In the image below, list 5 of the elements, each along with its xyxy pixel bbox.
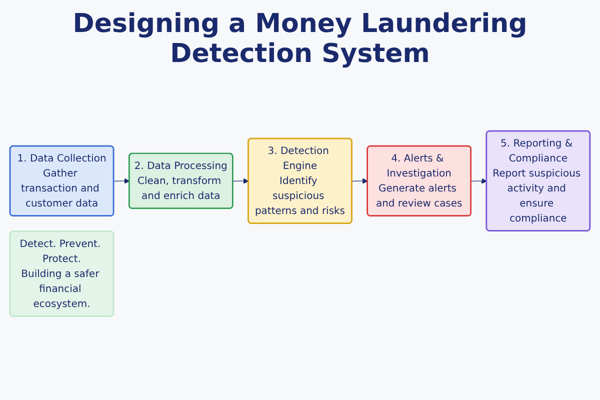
arrow	[470, 178, 488, 184]
arrow	[352, 178, 368, 184]
title: Designing a Money Laundering Detection System	[72, 10, 528, 70]
arrow	[114, 178, 130, 184]
arrow	[232, 178, 249, 184]
